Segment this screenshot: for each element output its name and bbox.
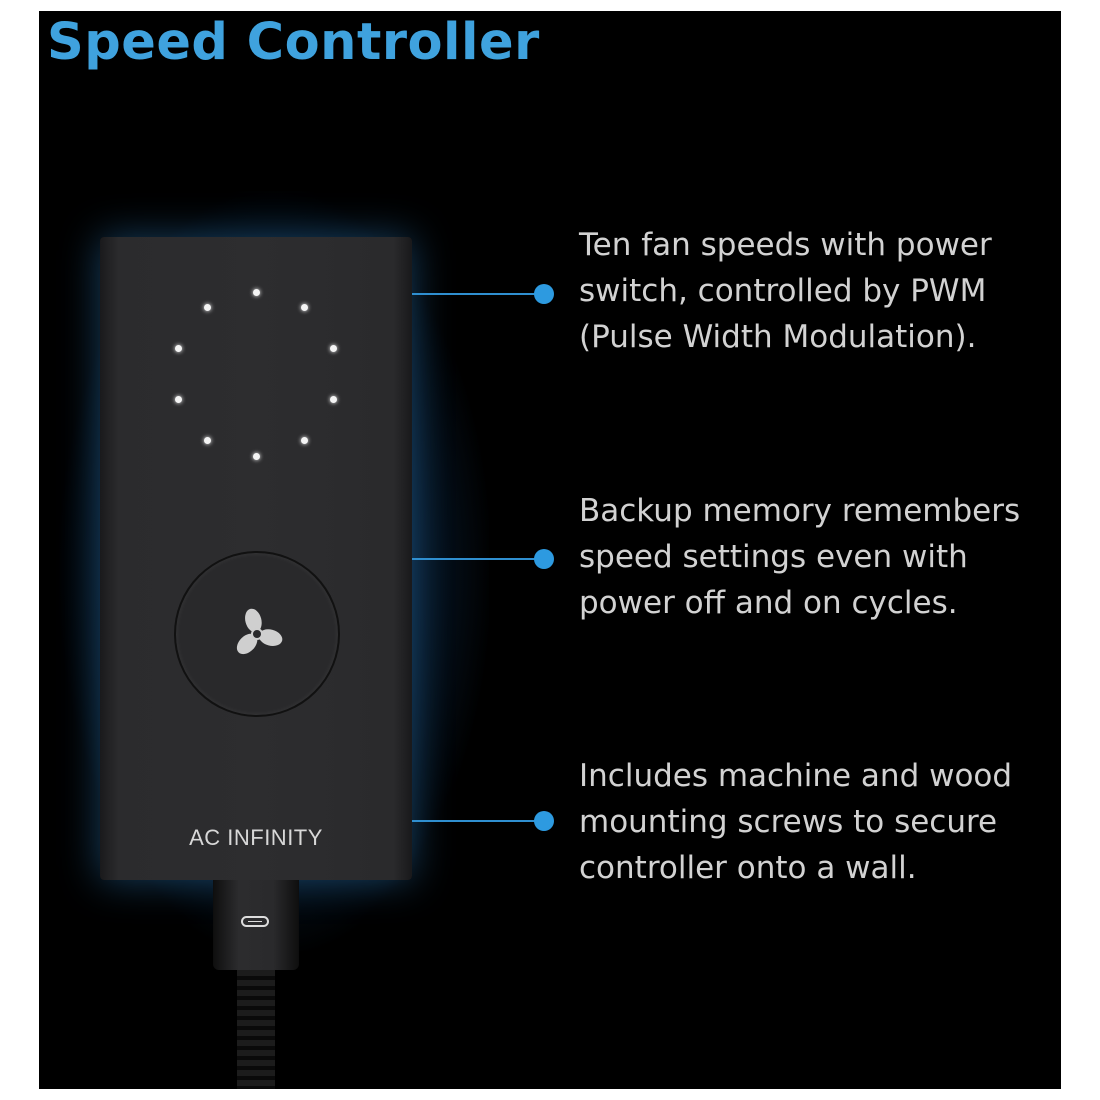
product-panel: Speed Controller AC INFINITY Ten fan spe… (39, 11, 1061, 1089)
callout-text-memory: Backup memory remembers speed settings e… (579, 493, 1021, 621)
speed-led (300, 304, 308, 312)
speed-led (252, 288, 260, 296)
speed-led (204, 436, 212, 444)
fan-icon (236, 608, 283, 655)
callout-dot-2 (534, 549, 554, 569)
speed-led (252, 452, 260, 460)
speed-controller-device: AC INFINITY (100, 237, 412, 880)
speed-led (174, 395, 182, 403)
speed-led (330, 345, 338, 353)
speed-led (204, 304, 212, 312)
speed-led (174, 345, 182, 353)
page-title: Speed Controller (47, 13, 540, 72)
callout-dot-3 (534, 811, 554, 831)
callout-line-2 (412, 558, 544, 560)
callout-text-pwm: Ten fan speeds with power switch, contro… (579, 227, 992, 355)
power-speed-button[interactable] (174, 551, 340, 717)
callout-line-1 (412, 293, 544, 295)
usb-c-connector (213, 880, 299, 970)
usb-c-icon (241, 916, 269, 927)
callout-text-screws: Includes machine and wood mounting screw… (579, 758, 1013, 886)
speed-led (330, 395, 338, 403)
cable (237, 970, 275, 1089)
callout-line-3 (412, 820, 544, 822)
speed-led (300, 436, 308, 444)
brand-logo: AC INFINITY (189, 825, 323, 850)
callout-dot-1 (534, 284, 554, 304)
